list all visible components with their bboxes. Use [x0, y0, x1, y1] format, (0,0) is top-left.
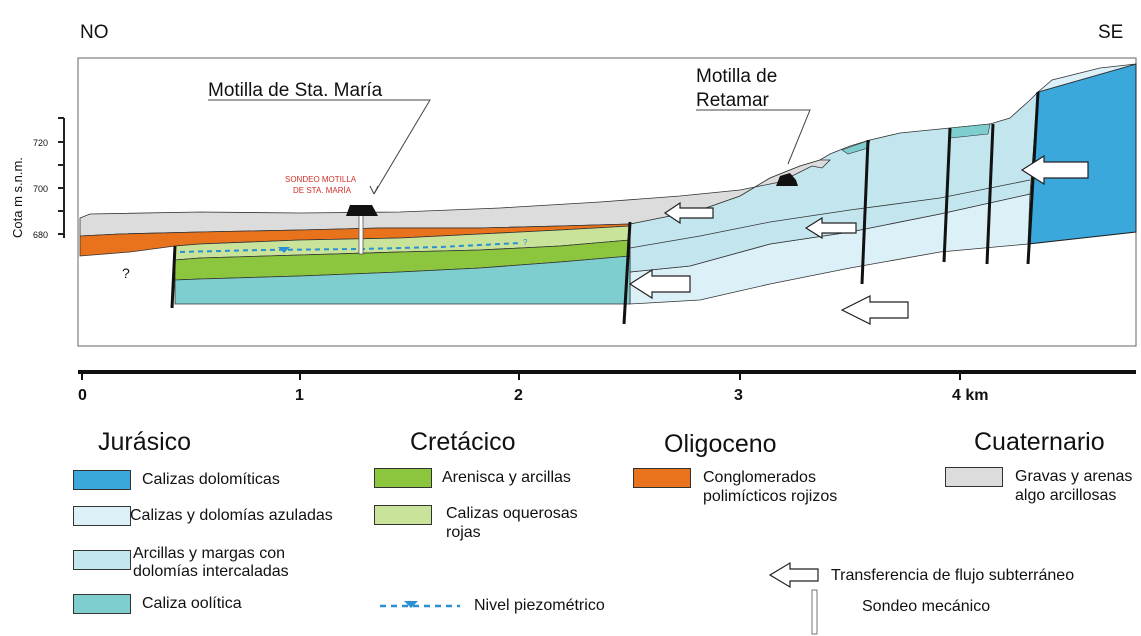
label-motilla-retamar-1: Motilla de — [696, 66, 777, 87]
legend-label-arenisca-arcillas: Arenisca y arcillas — [442, 469, 571, 486]
flow-arrow-4 — [628, 268, 691, 300]
scale-tick-1: 1 — [295, 387, 304, 404]
y-tick-720: 720 — [33, 138, 48, 148]
legend-title-jurasico: Jurásico — [98, 428, 192, 456]
legend-label-arcillas-margas-1: Arcillas y margas con — [133, 545, 286, 562]
scale-tick-4: 4 km — [952, 387, 988, 404]
leader-sta-maria — [208, 99, 431, 195]
direction-right: SE — [1098, 22, 1123, 43]
legend-label-arcillas-margas-2: dolomías intercaladas — [133, 563, 289, 580]
legend-label-conglomerados-2: polimícticos rojizos — [703, 488, 838, 505]
legend-label-piezometrico: Nivel piezométrico — [474, 597, 605, 614]
legend-swatch-calizas-oquerosas — [374, 505, 432, 525]
legend-label-flujo: Transferencia de flujo subterráneo — [831, 567, 1075, 584]
y-tick-700: 700 — [33, 184, 48, 194]
flow-arrow-1 — [663, 201, 714, 225]
legend-swatch-calizas-azuladas — [73, 506, 131, 526]
internal-boundary — [629, 179, 1031, 249]
label-motilla-retamar-2: Retamar — [696, 90, 770, 111]
faults — [170, 91, 1040, 325]
distance-scale: 0 1 2 3 4 km — [78, 370, 1136, 404]
leader-arrow-sta-maria — [369, 185, 379, 195]
scale-tick-0: 0 — [78, 387, 87, 404]
label-unknown-left: ? — [122, 265, 130, 281]
legend-label-sondeo: Sondeo mecánico — [862, 598, 991, 615]
scale-tick-3: 3 — [734, 387, 743, 404]
label-sondeo-2: DE STA. MARÍA — [293, 186, 352, 195]
legend-swatch-gravas-arenas — [945, 467, 1003, 487]
label-sondeo-1: SONDEO MOTILLA — [285, 175, 357, 184]
flow-arrow-2 — [804, 216, 857, 240]
legend-swatch-arenisca-arcillas — [374, 468, 432, 488]
legend-borehole-icon — [811, 589, 818, 635]
direction-left: NO — [80, 22, 109, 43]
flow-arrow-3 — [1020, 154, 1089, 186]
legend-label-conglomerados-1: Conglomerados — [703, 469, 816, 486]
motilla-retamar-mound — [776, 173, 798, 186]
borehole-sondeo — [358, 213, 364, 255]
flow-arrow-5 — [840, 295, 909, 325]
legend-label-caliza-oolitica: Caliza oolítica — [142, 595, 242, 612]
motilla-sta-maria-mound — [346, 205, 378, 216]
legend-label-calizas-dolomiticas: Calizas dolomíticas — [142, 471, 280, 488]
legend-title-oligoceno: Oligoceno — [664, 430, 777, 458]
piezo-question: ? — [523, 238, 528, 247]
legend-flow-arrow-icon — [768, 561, 819, 589]
legend-piezo-symbol — [380, 601, 460, 608]
scale-tick-2: 2 — [514, 387, 523, 404]
legend-label-calizas-oquerosas-2: rojas — [446, 524, 481, 541]
legend-label-calizas-oquerosas-1: Calizas oquerosas — [446, 505, 578, 522]
legend-title-cretacico: Cretácico — [410, 428, 516, 456]
flow-arrows — [628, 154, 1089, 325]
elevation-axis: 720 700 680 Cota m s.n.m. — [10, 117, 65, 240]
legend-title-cuaternario: Cuaternario — [974, 428, 1105, 456]
legend-swatch-arcillas-margas — [73, 550, 131, 570]
layer-right-cap — [1037, 63, 1137, 93]
legend-swatch-conglomerados — [633, 468, 691, 488]
label-motilla-sta-maria: Motilla de Sta. María — [208, 80, 383, 101]
legend-label-gravas-1: Gravas y arenas — [1015, 468, 1133, 485]
layer-calizas-dolomiticas — [1027, 63, 1137, 245]
legend-label-calizas-azuladas: Calizas y dolomías azuladas — [130, 507, 333, 524]
y-axis-label: Cota m s.n.m. — [10, 157, 25, 238]
legend-label-gravas-2: algo arcillosas — [1015, 487, 1117, 504]
layer-caliza-oolitica — [174, 255, 631, 305]
legend-swatch-calizas-dolomiticas — [73, 470, 131, 490]
y-tick-680: 680 — [33, 230, 48, 240]
leader-retamar — [696, 109, 811, 165]
legend-swatch-caliza-oolitica — [73, 594, 131, 614]
